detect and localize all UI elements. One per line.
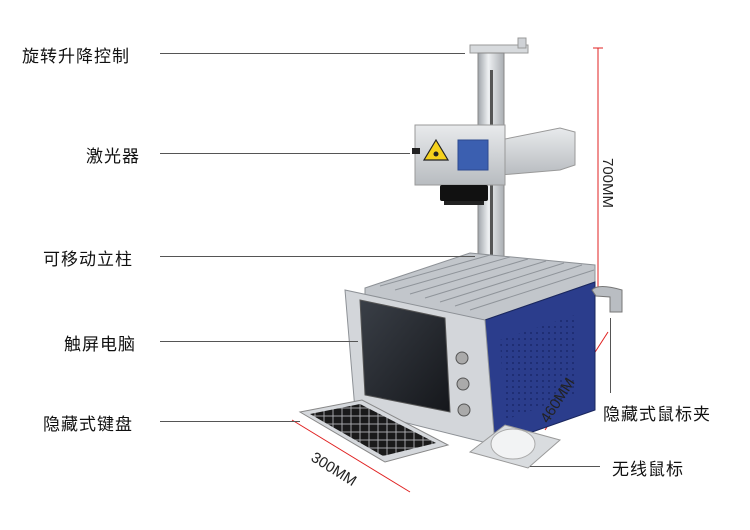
- callout-column: 可移动立柱: [43, 250, 133, 270]
- callout-laser: 激光器: [86, 147, 140, 167]
- callout-line: [160, 153, 410, 154]
- callout-mouse-clip: 隐藏式鼠标夹: [603, 405, 711, 425]
- width-dimension-line: [291, 419, 411, 493]
- wireless-mouse: [490, 428, 536, 460]
- callout-line: [610, 318, 611, 393]
- touch-screen: [359, 299, 451, 413]
- callout-line: [160, 341, 358, 342]
- mouse-clip: [591, 286, 623, 313]
- callout-keyboard: 隐藏式键盘: [43, 415, 133, 435]
- callout-rotate-lift: 旋转升降控制: [22, 47, 130, 67]
- width-dimension-text: 300MM: [308, 449, 359, 490]
- callout-touch-pc: 触屏电脑: [64, 335, 136, 355]
- control-knob-1: [455, 351, 469, 365]
- callout-line: [160, 53, 465, 54]
- callout-mouse: 无线鼠标: [612, 460, 684, 480]
- field-lens: [440, 185, 488, 201]
- control-knob-2: [456, 377, 470, 391]
- laser-warning-icon: [422, 138, 450, 161]
- laser-arm: [499, 127, 576, 176]
- callout-line: [530, 466, 600, 467]
- control-knob-3: [457, 403, 471, 417]
- callout-line: [160, 256, 475, 257]
- height-dimension-text: 700MM: [599, 158, 616, 208]
- callout-line: [160, 421, 300, 422]
